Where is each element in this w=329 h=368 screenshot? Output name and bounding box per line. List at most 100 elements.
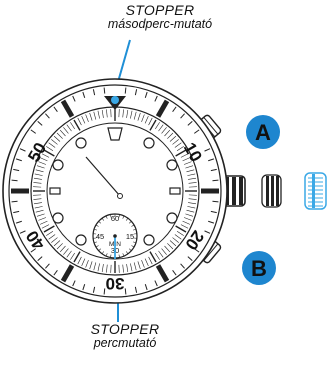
bezel-number: 30	[106, 274, 125, 293]
dial-tick	[186, 209, 195, 213]
subdial-tick	[110, 254, 112, 258]
subdial-tick	[98, 248, 102, 251]
subdial-tick	[102, 251, 105, 254]
dial-tick	[34, 206, 43, 209]
dial-tick	[59, 129, 66, 137]
dial-tick	[155, 122, 160, 130]
seconds-hand	[85, 156, 121, 197]
dial-tick	[185, 165, 194, 169]
bezel-tick	[60, 264, 75, 283]
dial-tick	[39, 157, 48, 162]
subdial-tick	[98, 221, 102, 224]
button-a-badge: A	[246, 115, 280, 149]
dial-tick	[85, 259, 89, 268]
dial-tick	[36, 213, 45, 217]
bezel-tick	[124, 87, 127, 94]
dial-tick	[149, 251, 157, 263]
dial-tick	[175, 149, 187, 157]
dial-tick	[36, 165, 45, 169]
bezel-tick	[15, 158, 22, 162]
stopwatch-seconds-callout: STOPPER másodperc-mutató	[95, 3, 225, 31]
subdial-tick	[122, 216, 125, 219]
dial-tick	[46, 146, 54, 151]
bezel-tick	[187, 256, 193, 261]
dial-tick	[187, 173, 196, 176]
hour-marker-12	[107, 127, 123, 141]
dial-tick	[161, 248, 167, 255]
dial-tick	[51, 237, 58, 243]
dial-tick	[130, 263, 133, 272]
dial-tick	[169, 240, 177, 247]
dial-tick	[93, 111, 97, 120]
dial-tick	[41, 153, 50, 158]
dial-tick	[101, 109, 104, 118]
bezel-ticks	[11, 87, 219, 295]
bezel-tick	[204, 230, 211, 234]
subdial-tick	[94, 241, 98, 243]
button-a-label: A	[255, 120, 271, 145]
bezel-tick	[155, 264, 170, 283]
bezel-tick	[180, 263, 185, 269]
bezel-tick	[210, 168, 217, 172]
dial-tick	[122, 264, 124, 273]
dial-tick	[180, 224, 189, 229]
dial-tick	[164, 129, 171, 137]
dial-tick	[46, 231, 54, 236]
dial-tick	[167, 132, 174, 139]
bezel-tick	[103, 288, 106, 295]
bezel-tick	[144, 91, 148, 98]
bezel-tick	[154, 95, 158, 102]
dial-tick	[182, 157, 191, 162]
bezel-tick	[134, 89, 138, 96]
dial-tick	[59, 245, 66, 253]
bezel-tick	[210, 210, 217, 214]
bezel-tick	[154, 280, 158, 287]
dial-tick	[188, 202, 197, 205]
dial-tick	[33, 177, 42, 180]
dial-tick	[39, 220, 48, 225]
dial-tick	[73, 251, 81, 263]
subdial-tick	[131, 245, 134, 248]
dial-tick	[137, 112, 141, 121]
subdial-tick	[132, 229, 136, 231]
dial-tick	[38, 161, 47, 165]
dial-tick	[183, 161, 192, 165]
dial-tick	[93, 262, 97, 271]
dial-tick	[175, 225, 187, 233]
dial-tick	[51, 139, 58, 145]
bezel-tick	[72, 95, 76, 102]
dial-tick	[161, 127, 167, 134]
bezel-tick	[212, 200, 219, 203]
dial-tick	[158, 124, 164, 132]
bezel-tick	[92, 286, 96, 293]
dial-tick	[130, 110, 133, 119]
bezel-tick	[37, 121, 43, 126]
bezel-tick	[72, 280, 76, 287]
dial-tick	[137, 261, 141, 270]
dial-tick	[187, 206, 196, 209]
dial-tick	[53, 240, 61, 247]
button-b-label: B	[251, 256, 267, 281]
dial-tick	[164, 245, 171, 253]
dial-tick	[63, 127, 69, 134]
dial-tick	[66, 124, 72, 132]
dial-tick	[33, 198, 42, 200]
dial-tick	[77, 117, 82, 126]
subdial-number: 45	[96, 232, 104, 241]
dial-tick	[174, 142, 182, 148]
dial-tick	[48, 142, 56, 148]
bezel-tick	[19, 230, 26, 234]
callout-subtitle: percmutató	[93, 335, 157, 350]
bezel-tick	[193, 248, 200, 253]
subdial-tick	[125, 218, 128, 221]
bezel-tick	[45, 113, 50, 119]
bezel-tick	[13, 168, 20, 172]
dial-tick	[97, 110, 100, 119]
bezel-tick	[172, 106, 177, 113]
subdial-tick	[131, 224, 134, 227]
dial-tick	[106, 264, 108, 273]
dial-tick	[77, 256, 82, 265]
dial-tick	[34, 173, 43, 176]
lume-pip-icon	[111, 96, 119, 104]
dial-tick	[183, 217, 192, 221]
